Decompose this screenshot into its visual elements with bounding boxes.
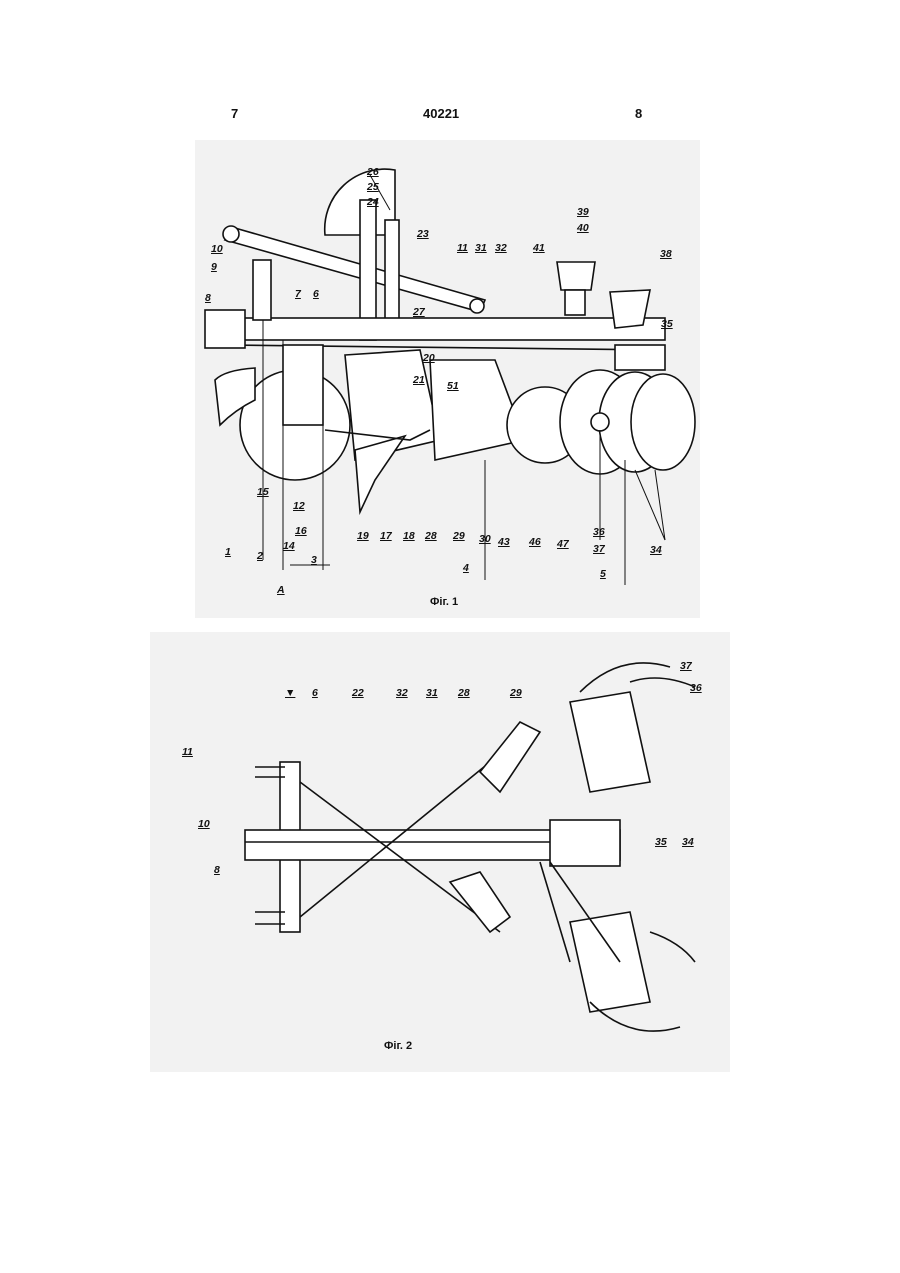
fig2-label-11: 11 [182,746,193,758]
fig1-label-11: 11 [457,242,468,254]
figure-2-caption: Фiг. 2 [384,1040,412,1052]
fig1-label-14: 14 [283,540,295,552]
fig1-label-20: 20 [423,352,435,364]
fig2-label-symbol: ▼ [285,687,295,699]
fig2-label-37: 37 [680,660,692,672]
figure-2-plan-view: ▼ 6 22 32 31 28 29 37 36 11 10 35 34 8 [150,632,730,1072]
fig1-label-31: 31 [475,242,487,254]
fig2-label-22: 22 [352,687,364,699]
fig1-label-43: 43 [498,536,510,548]
fig2-label-29: 29 [510,687,522,699]
fig1-label-3: 3 [311,554,317,566]
fig2-label-32: 32 [396,687,408,699]
fig2-label-8: 8 [214,864,220,876]
fig1-label-5: 5 [600,568,606,580]
figure-1-drawing [195,140,700,618]
fig1-label-18: 18 [403,530,415,542]
fig1-label-41: 41 [533,242,545,254]
fig1-label-28: 28 [425,530,437,542]
fig1-label-15: 15 [257,486,269,498]
fig2-label-35: 35 [655,836,667,848]
fig1-label-12: 12 [293,500,305,512]
fig1-label-2: 2 [257,550,263,562]
fig1-label-23: 23 [417,228,429,240]
figure-1-caption: Фiг. 1 [430,596,458,608]
fig1-label-17: 17 [380,530,392,542]
fig1-label-24: 24 [367,196,379,208]
fig1-label-37: 37 [593,543,605,555]
fig1-label-9: 9 [211,261,217,273]
page-number-left: 7 [231,106,238,121]
fig1-label-51: 51 [447,380,459,392]
fig1-label-35: 35 [661,318,673,330]
fig2-label-36: 36 [690,682,702,694]
fig2-label-6: 6 [312,687,318,699]
fig1-label-34: 34 [650,544,662,556]
fig1-label-10: 10 [211,243,223,255]
fig1-label-4: 4 [463,562,469,574]
fig1-label-21: 21 [413,374,425,386]
fig2-label-28: 28 [458,687,470,699]
fig2-label-34: 34 [682,836,694,848]
fig1-label-16: 16 [295,525,307,537]
fig2-label-10: 10 [198,818,210,830]
fig1-label-27: 27 [413,306,425,318]
page-number-right: 8 [635,106,642,121]
patent-number: 40221 [423,106,459,121]
fig1-label-1: 1 [225,546,231,558]
fig1-label-a: A [277,584,285,596]
fig1-label-30: 30 [479,533,491,545]
fig2-label-31: 31 [426,687,438,699]
fig1-label-39: 39 [577,206,589,218]
fig1-label-29: 29 [453,530,465,542]
fig1-label-6: 6 [313,288,319,300]
fig1-label-38: 38 [660,248,672,260]
figure-1-side-view: 26 25 24 23 39 40 38 10 9 11 31 32 41 8 … [195,140,700,618]
fig1-label-47: 47 [557,538,569,550]
fig1-label-46: 46 [529,536,541,548]
figure-2-drawing [150,632,730,1072]
fig1-label-32: 32 [495,242,507,254]
fig1-label-7: 7 [295,288,301,300]
fig1-label-36: 36 [593,526,605,538]
fig1-label-40: 40 [577,222,589,234]
fig1-label-19: 19 [357,530,369,542]
fig1-label-8: 8 [205,292,211,304]
fig1-label-25: 25 [367,181,379,193]
fig1-label-26: 26 [367,166,379,178]
